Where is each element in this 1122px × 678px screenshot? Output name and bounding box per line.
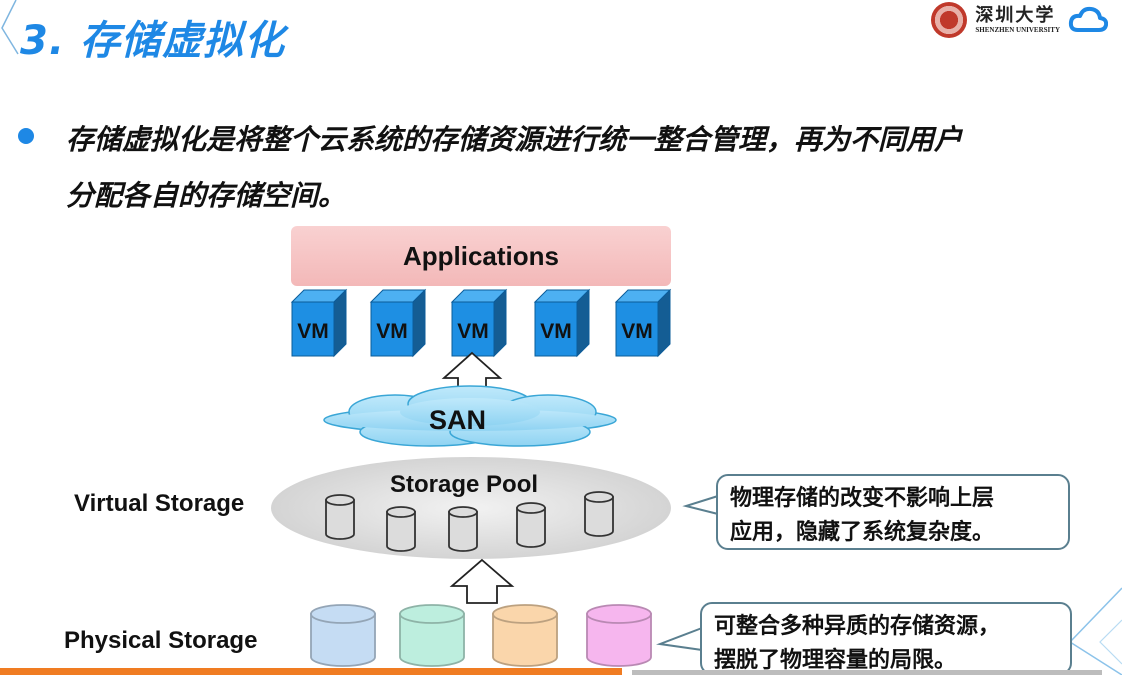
vm-cube: VM	[369, 288, 427, 358]
callout1-line1: 物理存储的改变不影响上层	[730, 486, 995, 511]
vm-row: VM VM VM VM VM	[290, 288, 672, 358]
physical-disk-icon	[310, 604, 376, 667]
virtual-disk-group	[325, 491, 614, 552]
footer-bar-orange	[0, 668, 622, 675]
physical-disk-icon	[492, 604, 558, 667]
virtual-storage-label: Virtual Storage	[74, 490, 245, 517]
storage-pool-label: Storage Pool	[390, 471, 539, 498]
vm-cube: VM	[450, 288, 508, 358]
callout-virtual-benefit: 物理存储的改变不影响上层 应用，隐藏了系统复杂度。	[716, 474, 1070, 550]
bullet-text-line1: 存储虚拟化是将整个云系统的存储资源进行统一整合管理，再为不同用户	[66, 123, 963, 156]
san-cloud	[323, 385, 617, 447]
university-seal-icon	[931, 2, 968, 38]
physical-disk-group	[310, 604, 652, 667]
callout1-tail	[682, 495, 719, 515]
virtual-disk-icon	[516, 502, 546, 548]
vm-label: VM	[621, 320, 653, 343]
callout1-line2: 应用，隐藏了系统复杂度。	[730, 520, 995, 545]
callout-physical-benefit: 可整合多种异质的存储资源， 摆脱了物理容量的局限。	[700, 602, 1072, 675]
physical-storage-label: Physical Storage	[64, 627, 258, 654]
corner-decoration	[1, 0, 19, 55]
university-name-en: SHENZHEN UNIVERSITY	[975, 25, 1060, 34]
virtual-disk-icon	[386, 506, 416, 552]
virtual-disk-icon	[448, 506, 478, 552]
callout2-line1: 可整合多种异质的存储资源，	[714, 614, 1001, 639]
vm-label: VM	[457, 320, 489, 343]
vm-label: VM	[376, 320, 408, 343]
vm-label: VM	[540, 320, 572, 343]
vm-cube: VM	[290, 288, 348, 358]
virtual-disk-icon	[325, 494, 355, 540]
footer-bar-gray	[632, 670, 1102, 675]
vm-label: VM	[297, 320, 329, 343]
san-label: SAN	[429, 405, 487, 435]
vm-cube: VM	[533, 288, 591, 358]
arrow-up-icon	[449, 558, 515, 604]
callout2-tail	[656, 627, 703, 651]
page-title: 3. 存储虚拟化	[20, 18, 285, 64]
physical-disk-icon	[586, 604, 652, 667]
university-logo: 深圳大学 SHENZHEN UNIVERSITY	[975, 4, 1060, 35]
physical-disk-icon	[399, 604, 465, 667]
vm-cube: VM	[614, 288, 672, 358]
callout2-line2: 摆脱了物理容量的局限。	[714, 648, 957, 673]
bullet-dot	[18, 128, 34, 144]
virtual-disk-icon	[584, 491, 614, 537]
university-name-cn: 深圳大学	[975, 4, 1056, 26]
cloud-logo-icon	[1068, 6, 1108, 32]
bullet-text-line2: 分配各自的存储空间。	[66, 179, 347, 212]
header-logos: 深圳大学 SHENZHEN UNIVERSITY	[931, 0, 1108, 40]
applications-box: Applications	[291, 226, 671, 286]
